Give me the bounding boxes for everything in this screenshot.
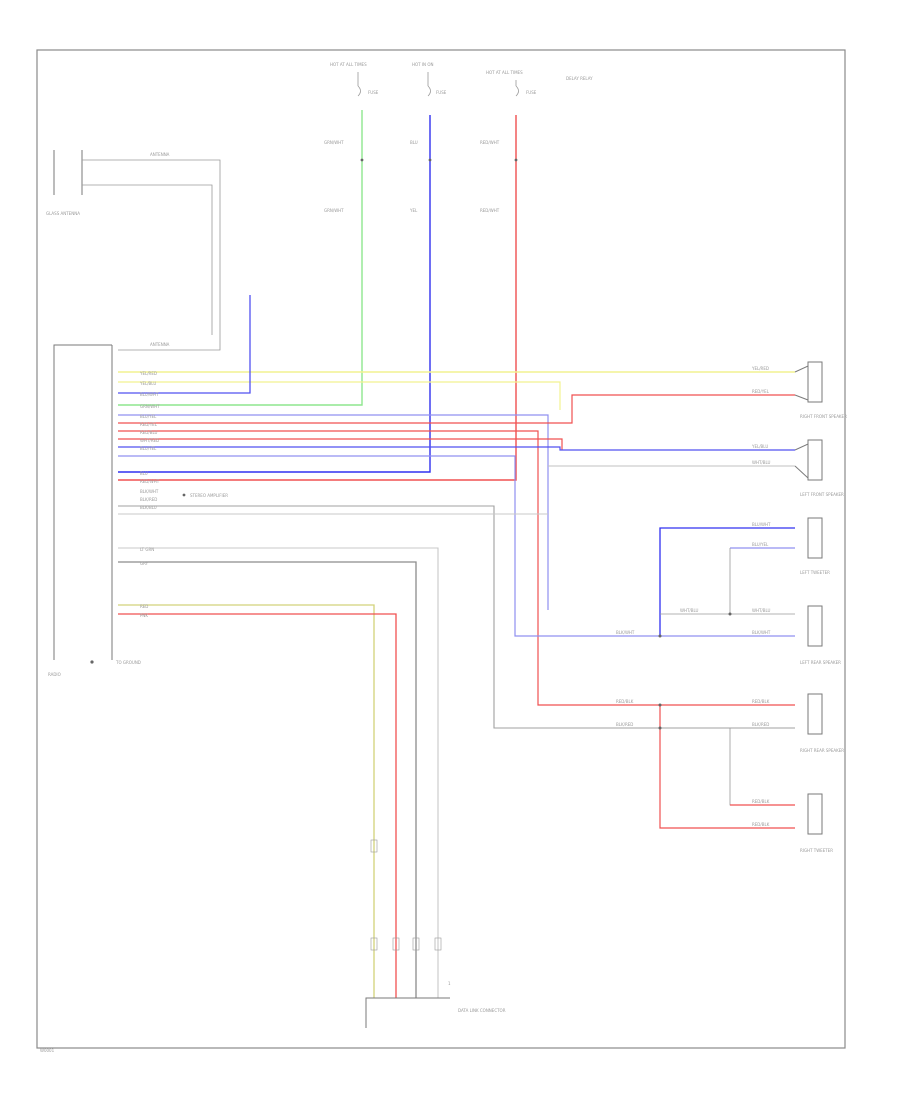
spk-wire-label-15: RED/BLK (752, 799, 770, 804)
delay-relay-note: DELAY RELAY (566, 76, 593, 81)
radio-wire-label-17: RED (140, 604, 148, 609)
power-source-1-label: HOT AT ALL TIMES (330, 62, 367, 67)
right-tweeter: RED/BLK RED/BLK RIGHT TWEETER (729, 728, 833, 853)
spk-wire-label-1: YEL/RED (751, 366, 769, 371)
wire-light-blue-1 (118, 414, 549, 610)
radio-wire-label-15: LT GRN (140, 547, 154, 552)
radio-unit: RADIO (48, 344, 113, 677)
wire-red-dl (118, 613, 397, 998)
ground-label: TO GROUND (115, 660, 141, 665)
power-source-3-label: HOT AT ALL TIMES (486, 70, 523, 75)
spk-wire-label-5: BLU/WHT (752, 522, 771, 527)
lf-tweeter-label: LEFT TWEETER (800, 570, 830, 575)
wire-label-red: RED/WHT (480, 140, 500, 145)
wire-gray-2 (118, 505, 795, 729)
fuse-2-label: FUSE (436, 90, 447, 95)
lf-speaker-label: LEFT FRONT SPEAKER (800, 492, 844, 497)
radio-wire-label-5: BLU/YEL (140, 414, 157, 419)
fuse-1-label: FUSE (368, 90, 379, 95)
antenna-wire-label-1: ANTENNA (150, 152, 170, 157)
left-rear-speaker: WHT/BLU WHT/BLU BLK/WHT BLK/WHT LEFT REA… (616, 548, 841, 665)
wire-blue-tweeter (659, 527, 795, 636)
spk-wire-label-8: WHT/BLU (752, 608, 771, 613)
wire-blue-2 (118, 446, 795, 451)
wire-olive-dl (118, 604, 375, 998)
wire-gray-dl (118, 561, 417, 998)
antenna-wire-label-2: ANTENNA (150, 342, 170, 347)
wire-label-blue-2: YEL (409, 208, 418, 213)
wire-red-1 (118, 394, 795, 424)
radio-wire-label-2: YEL/BLU (139, 381, 156, 386)
radio-wire-label-3: BLU/WHT (140, 392, 159, 397)
fuse-3-label: FUSE (526, 90, 537, 95)
wire-label-red-2: RED/WHT (480, 208, 500, 213)
radio-wire-label-9: BLU/YEL (140, 446, 157, 451)
lr-speaker-label: LEFT REAR SPEAKER (800, 660, 841, 665)
wire-label-green-2: GRN/WHT (324, 208, 344, 213)
glass-antenna: GLASS ANTENNA ANTENNA ANTENNA (46, 150, 221, 351)
radio-wire-label-16: GRY (140, 561, 149, 566)
right-rear-speaker: RED/BLK RED/BLK BLK/RED BLK/RED RIGHT RE… (616, 693, 844, 753)
glass-antenna-label: GLASS ANTENNA (46, 211, 80, 216)
stereo-amp-label: STEREO AMPLIFIER (190, 493, 228, 498)
left-tweeter: BLU/WHT BLU/YEL LEFT TWEETER (659, 517, 830, 636)
wire-light-blue-2 (118, 455, 795, 637)
radio-wire-label-13: BLK/RED (140, 497, 157, 502)
radio-wire-label-18: PNK (140, 613, 148, 618)
spk-wire-label-12: RED/BLK (752, 699, 770, 704)
radio-wire-label-7: RED/BLU (140, 430, 158, 435)
spk-wire-label-7: WHT/BLU (680, 608, 699, 613)
radio-wire-label-1: YEL/RED (139, 371, 157, 376)
radio-wire-label-12: BLK/WHT (140, 489, 159, 494)
rt-tweeter-label: RIGHT TWEETER (800, 848, 833, 853)
wire-blue-supply (118, 115, 431, 473)
spk-wire-label-3: YEL/BLU (751, 444, 768, 449)
data-link-label: DATA LINK CONNECTOR (458, 1008, 506, 1013)
power-source-1: HOT AT ALL TIMES FUSE (330, 62, 379, 97)
spk-wire-label-6: BLU/YEL (752, 542, 769, 547)
left-front-speaker: YEL/BLU WHT/BLU LEFT FRONT SPEAKER (751, 439, 844, 497)
wire-label-green: GRN/WHT (324, 140, 344, 145)
power-source-2: HOT IN ON FUSE (412, 62, 447, 97)
radio-unit-label: RADIO (48, 672, 61, 677)
radio-wire-label-8: WHT/RED (140, 438, 159, 443)
rr-speaker-label: RIGHT REAR SPEAKER (800, 748, 844, 753)
radio-wire-label-10: BLU (140, 471, 148, 476)
spk-wire-label-10: BLK/WHT (752, 630, 771, 635)
radio-wire-label-14: BLK/BLU (140, 505, 157, 510)
spk-wire-label-9: BLK/WHT (616, 630, 635, 635)
wire-label-blue: BLU (410, 140, 418, 145)
spk-wire-label-14: BLK/RED (752, 722, 769, 727)
wire-red-3 (118, 438, 563, 450)
power-source-3: HOT AT ALL TIMES FUSE DELAY RELAY (486, 70, 593, 97)
radio-wire-label-4: GRN/WHT (140, 404, 160, 409)
right-front-speaker: YEL/RED RED/YEL RIGHT FRONT SPEAKER (751, 361, 847, 419)
radio-wire-label-11: RED/WHT (140, 479, 160, 484)
diagram-frame (36, 49, 846, 1049)
wire-light-gray-dl (118, 547, 439, 998)
wire-yellow-2 (118, 381, 561, 410)
wire-red-supply (118, 115, 517, 481)
radio-wire-label-6: RED/YEL (140, 422, 158, 427)
spk-wire-label-2: RED/YEL (752, 389, 770, 394)
footer-code: W0001 (40, 1048, 55, 1053)
data-link-pin: 1 (448, 981, 451, 986)
spk-wire-label-13: BLK/RED (616, 722, 633, 727)
power-source-2-label: HOT IN ON (412, 62, 433, 67)
rf-speaker-label: RIGHT FRONT SPEAKER (800, 414, 847, 419)
data-link-connector: DATA LINK CONNECTOR 1 (365, 839, 506, 1028)
spk-wire-label-4: WHT/BLU (752, 460, 771, 465)
spk-wire-label-16: RED/BLK (752, 822, 770, 827)
wire-red-2 (118, 430, 795, 829)
wire-green-supply (118, 110, 363, 406)
wire-blue-antenna (118, 295, 251, 394)
spk-wire-label-11: RED/BLK (616, 699, 634, 704)
